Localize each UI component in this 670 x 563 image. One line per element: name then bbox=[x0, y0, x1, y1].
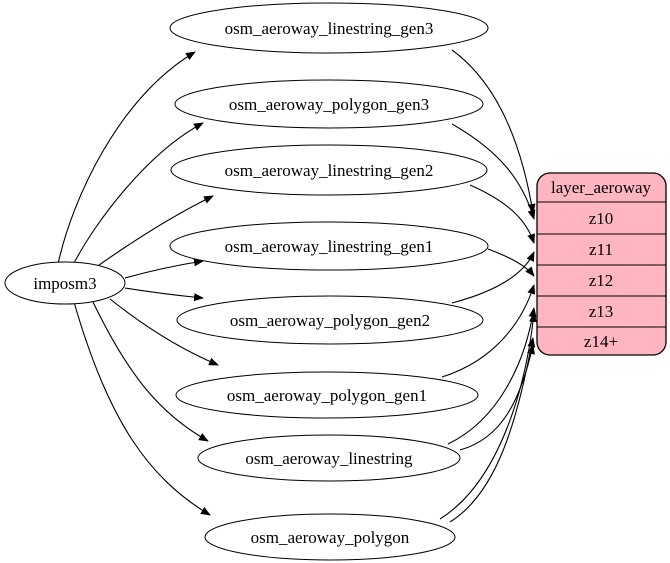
node-osm_aeroway_polygon: osm_aeroway_polygon bbox=[204, 513, 456, 561]
layer-row-z14plus: z14+ bbox=[584, 332, 618, 351]
osm_aeroway_linestring_gen2-ellipse bbox=[170, 144, 488, 196]
edge-imposm3-to-osm_aeroway_polygon_gen1 bbox=[109, 298, 219, 366]
edge-osm_aeroway_polygon-to-z13 bbox=[439, 312, 538, 520]
osm_aeroway_linestring-ellipse bbox=[197, 434, 461, 482]
edge-osm_aeroway_linestring-to-z13 bbox=[447, 307, 537, 445]
edge-osm_aeroway_polygon-to-z14+ bbox=[449, 337, 536, 523]
edge-imposm3-to-osm_aeroway_linestring_gen3 bbox=[57, 51, 196, 265]
layer_aeroway-title: layer_aeroway bbox=[551, 178, 652, 197]
osm_aeroway_linestring-label: osm_aeroway_linestring bbox=[245, 449, 413, 468]
osm_aeroway_linestring_gen2-label: osm_aeroway_linestring_gen2 bbox=[225, 161, 434, 180]
layer-row-z12: z12 bbox=[589, 271, 614, 290]
osm_aeroway_polygon_gen3-label: osm_aeroway_polygon_gen3 bbox=[229, 95, 429, 114]
node-osm_aeroway_linestring_gen1: osm_aeroway_linestring_gen1 bbox=[169, 221, 489, 271]
node-osm_aeroway_linestring_gen2: osm_aeroway_linestring_gen2 bbox=[170, 144, 488, 196]
edge-imposm3-to-osm_aeroway_polygon_gen3 bbox=[72, 122, 204, 266]
edge-osm_aeroway_linestring_gen1-to-z12 bbox=[487, 248, 535, 277]
node-osm_aeroway_polygon_gen3: osm_aeroway_polygon_gen3 bbox=[174, 79, 484, 129]
node-osm_aeroway_polygon_gen2: osm_aeroway_polygon_gen2 bbox=[176, 295, 484, 345]
edge-imposm3-to-osm_aeroway_linestring bbox=[91, 299, 209, 442]
edge-osm_aeroway_linestring_gen3-to-z10 bbox=[451, 49, 536, 214]
osm_aeroway_linestring_gen3-label: osm_aeroway_linestring_gen3 bbox=[225, 19, 434, 38]
edge-osm_aeroway_linestring-to-z14+ bbox=[459, 344, 535, 451]
layer_aeroway-box bbox=[536, 172, 667, 356]
imposm3-label: imposm3 bbox=[33, 274, 96, 293]
edge-osm_aeroway_polygon_gen3-to-z10 bbox=[451, 123, 536, 220]
osm_aeroway_polygon_gen1-label: osm_aeroway_polygon_gen1 bbox=[227, 386, 427, 405]
layer-row-z10: z10 bbox=[589, 209, 614, 228]
edge-imposm3-to-osm_aeroway_linestring_gen1 bbox=[124, 258, 204, 279]
osm_aeroway_linestring_gen1-label: osm_aeroway_linestring_gen1 bbox=[225, 237, 434, 256]
osm_aeroway_polygon-label: osm_aeroway_polygon bbox=[251, 528, 410, 547]
node-osm_aeroway_linestring_gen3: osm_aeroway_linestring_gen3 bbox=[169, 2, 489, 54]
edge-imposm3-to-osm_aeroway_polygon_gen2 bbox=[124, 287, 204, 302]
node-imposm3: imposm3 bbox=[4, 261, 126, 305]
osm_aeroway_polygon_gen2-ellipse bbox=[176, 295, 484, 345]
osm_aeroway_polygon_gen2-label: osm_aeroway_polygon_gen2 bbox=[230, 311, 430, 330]
node-layer_aeroway: layer_aeroway z10 z11 z12 z13 z14+ bbox=[536, 172, 667, 356]
node-osm_aeroway_polygon_gen1: osm_aeroway_polygon_gen1 bbox=[175, 371, 479, 419]
osm_aeroway_linestring_gen3-ellipse bbox=[169, 2, 489, 54]
osm_aeroway_linestring_gen1-ellipse bbox=[169, 221, 489, 271]
layer-row-z11: z11 bbox=[589, 240, 613, 259]
node-osm_aeroway_linestring: osm_aeroway_linestring bbox=[197, 434, 461, 482]
layer-row-z13: z13 bbox=[589, 302, 614, 321]
edge-layer bbox=[57, 49, 538, 523]
osm_aeroway_polygon-ellipse bbox=[204, 513, 456, 561]
osm_aeroway_polygon_gen1-ellipse bbox=[175, 371, 479, 419]
imposm3-ellipse bbox=[4, 261, 126, 305]
edge-imposm3-to-osm_aeroway_polygon bbox=[73, 301, 211, 516]
osm_aeroway_polygon_gen3-ellipse bbox=[174, 79, 484, 129]
edge-imposm3-to-osm_aeroway_linestring_gen2 bbox=[91, 195, 214, 271]
edge-osm_aeroway_polygon_gen1-to-z12 bbox=[441, 284, 536, 378]
edge-osm_aeroway_linestring_gen2-to-z11 bbox=[469, 184, 535, 244]
edge-osm_aeroway_polygon_gen2-to-z11 bbox=[451, 251, 535, 304]
